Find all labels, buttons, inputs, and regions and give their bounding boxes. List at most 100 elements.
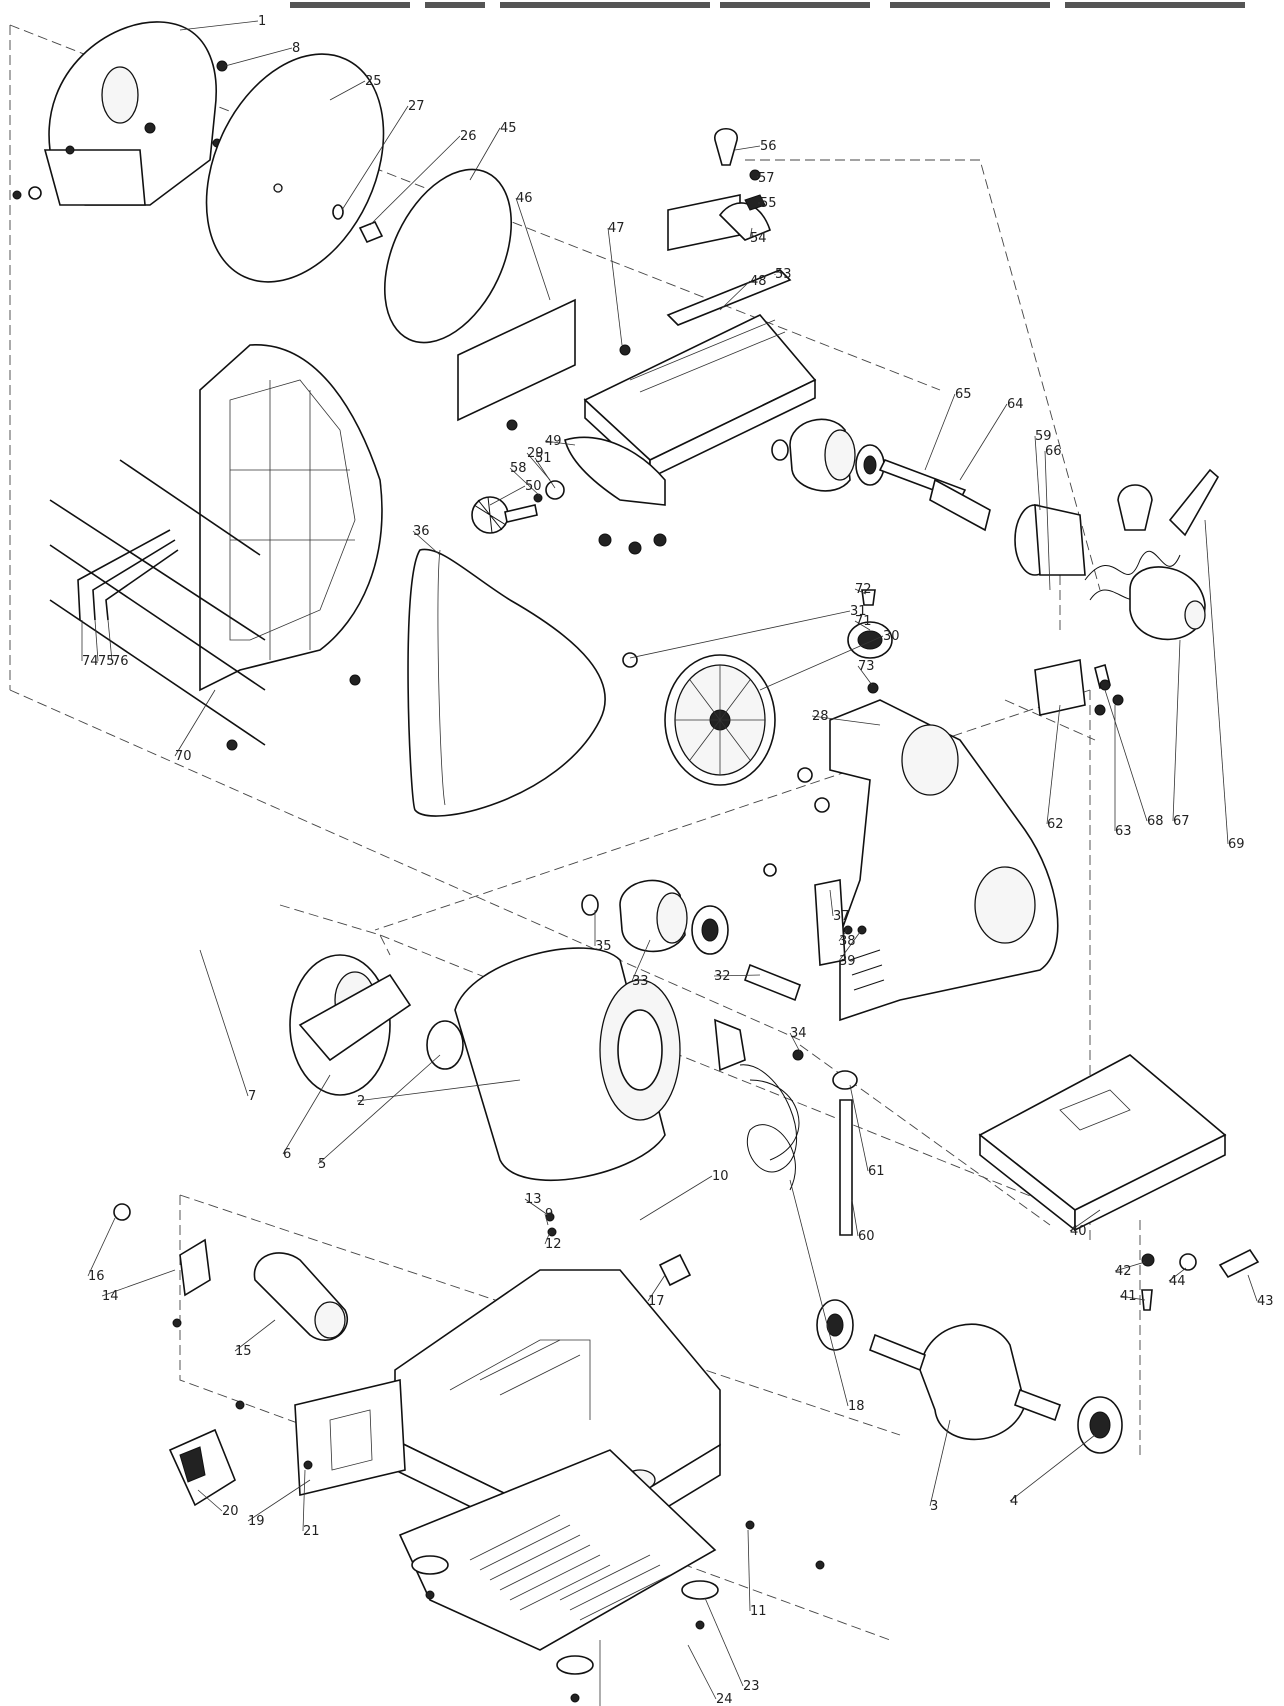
part-number-label: 63 [1115, 824, 1132, 839]
leader-line [87, 1217, 116, 1277]
part-number-label: 68 [1147, 814, 1164, 829]
part-screw-63c [1094, 704, 1106, 716]
leader-line [747, 1529, 751, 1612]
part-screw-49a [598, 533, 612, 547]
leader-line [924, 393, 956, 471]
part-number-label: 23 [743, 1679, 760, 1694]
leader-line [1119, 1295, 1146, 1301]
part-number-label: 61 [868, 1164, 885, 1179]
leader-line [1204, 519, 1229, 845]
part-shaft-64 [929, 478, 991, 532]
leader-line [929, 1419, 951, 1507]
leader-line [224, 47, 293, 67]
part-screws-24 [425, 1520, 825, 1703]
part-number-label: 36 [413, 524, 430, 539]
part-number-label: 73 [858, 659, 875, 674]
part-screw-nut-left [763, 863, 777, 877]
part-number-label: 6 [283, 1147, 291, 1162]
leader-line [1044, 450, 1051, 591]
part-screw-29 [797, 767, 813, 783]
part-number-label: 76 [112, 654, 129, 669]
leader-line [101, 1269, 176, 1297]
part-washer-52 [28, 186, 42, 200]
leader-line [749, 227, 753, 239]
part-nut-61 [832, 1070, 858, 1090]
part-nut-58 [533, 493, 543, 503]
part-screw-63-left [226, 739, 238, 751]
leader-line [639, 1175, 713, 1221]
part-strain-relief-17 [658, 1253, 692, 1287]
part-bolt-26 [358, 220, 384, 244]
part-nut-16 [113, 1203, 131, 1221]
leader-line [647, 1274, 666, 1302]
part-number-label: 19 [248, 1514, 265, 1529]
part-washer-27 [332, 204, 344, 220]
part-screw-63b [1112, 694, 1124, 706]
part-number-label: 62 [1047, 817, 1064, 832]
part-number-label: 3 [930, 1499, 938, 1514]
leader-line [412, 530, 441, 556]
part-screw-63-mid [349, 674, 361, 686]
part-bolt-31 [622, 652, 638, 668]
leader-line [1168, 1267, 1187, 1282]
leader-line [544, 440, 576, 446]
part-nut-8 [216, 60, 228, 72]
part-end-cover-6 [289, 954, 412, 1096]
part-number-label: 72 [855, 582, 872, 597]
leader-line [534, 457, 556, 489]
part-number-label: 14 [102, 1289, 119, 1304]
leader-line [1104, 689, 1148, 822]
part-number-label: 8 [292, 41, 300, 56]
leader-line [704, 1597, 744, 1687]
leader-line [687, 1644, 717, 1700]
part-number-label: 24 [716, 1692, 733, 1706]
leader-line [854, 620, 871, 631]
part-number-label: 69 [1228, 837, 1245, 852]
part-number-label: 10 [712, 1169, 729, 1184]
part-washer-51 [545, 480, 565, 500]
part-number-label: 2 [357, 1094, 365, 1109]
part-knob-67 [1129, 566, 1206, 641]
part-switch-20 [168, 1428, 236, 1507]
part-number-label: 28 [812, 709, 829, 724]
leader-line [719, 280, 751, 311]
part-bearing-4-armature [816, 1299, 854, 1351]
part-pin-41 [1141, 1289, 1153, 1311]
leader-line [631, 939, 651, 982]
part-number-label: 35 [595, 939, 612, 954]
part-screw-34 [792, 1049, 804, 1061]
part-number-label: 75 [98, 654, 115, 669]
part-shaft-32 [744, 963, 801, 1002]
leader-line [849, 1084, 869, 1172]
part-number-label: 56 [760, 139, 777, 154]
part-arm-housing-28 [829, 699, 1059, 1022]
part-column-60 [839, 1099, 853, 1236]
leader-line [1069, 1209, 1101, 1232]
part-number-label: 4 [1010, 1494, 1018, 1509]
leader-line [469, 127, 501, 181]
cropped-header-text [250, 0, 1284, 14]
part-belt-guard-70 [199, 344, 383, 692]
leader-line [829, 889, 834, 917]
part-number-label: 70 [175, 749, 192, 764]
part-nut-47b [506, 419, 518, 431]
part-number-label: 5 [318, 1157, 326, 1172]
part-number-label: 21 [303, 1524, 320, 1539]
part-screw-29b [814, 797, 830, 813]
part-number-label: 17 [648, 1294, 665, 1309]
part-number-label: 16 [88, 1269, 105, 1284]
part-number-label: 60 [858, 1229, 875, 1244]
part-miter-gauge [666, 127, 792, 326]
part-nut-42 [1141, 1253, 1155, 1267]
part-bearing-4-top [855, 444, 885, 486]
part-number-label: 64 [1007, 397, 1024, 412]
part-bolt-43 [1218, 1248, 1260, 1279]
leader-line [1247, 1274, 1258, 1302]
part-screw-49b [628, 541, 642, 555]
leader-line [489, 485, 526, 506]
leader-line [544, 1231, 551, 1245]
part-motor-housing-2 [454, 947, 681, 1181]
leader-line [369, 135, 461, 226]
leader-line [94, 619, 99, 662]
